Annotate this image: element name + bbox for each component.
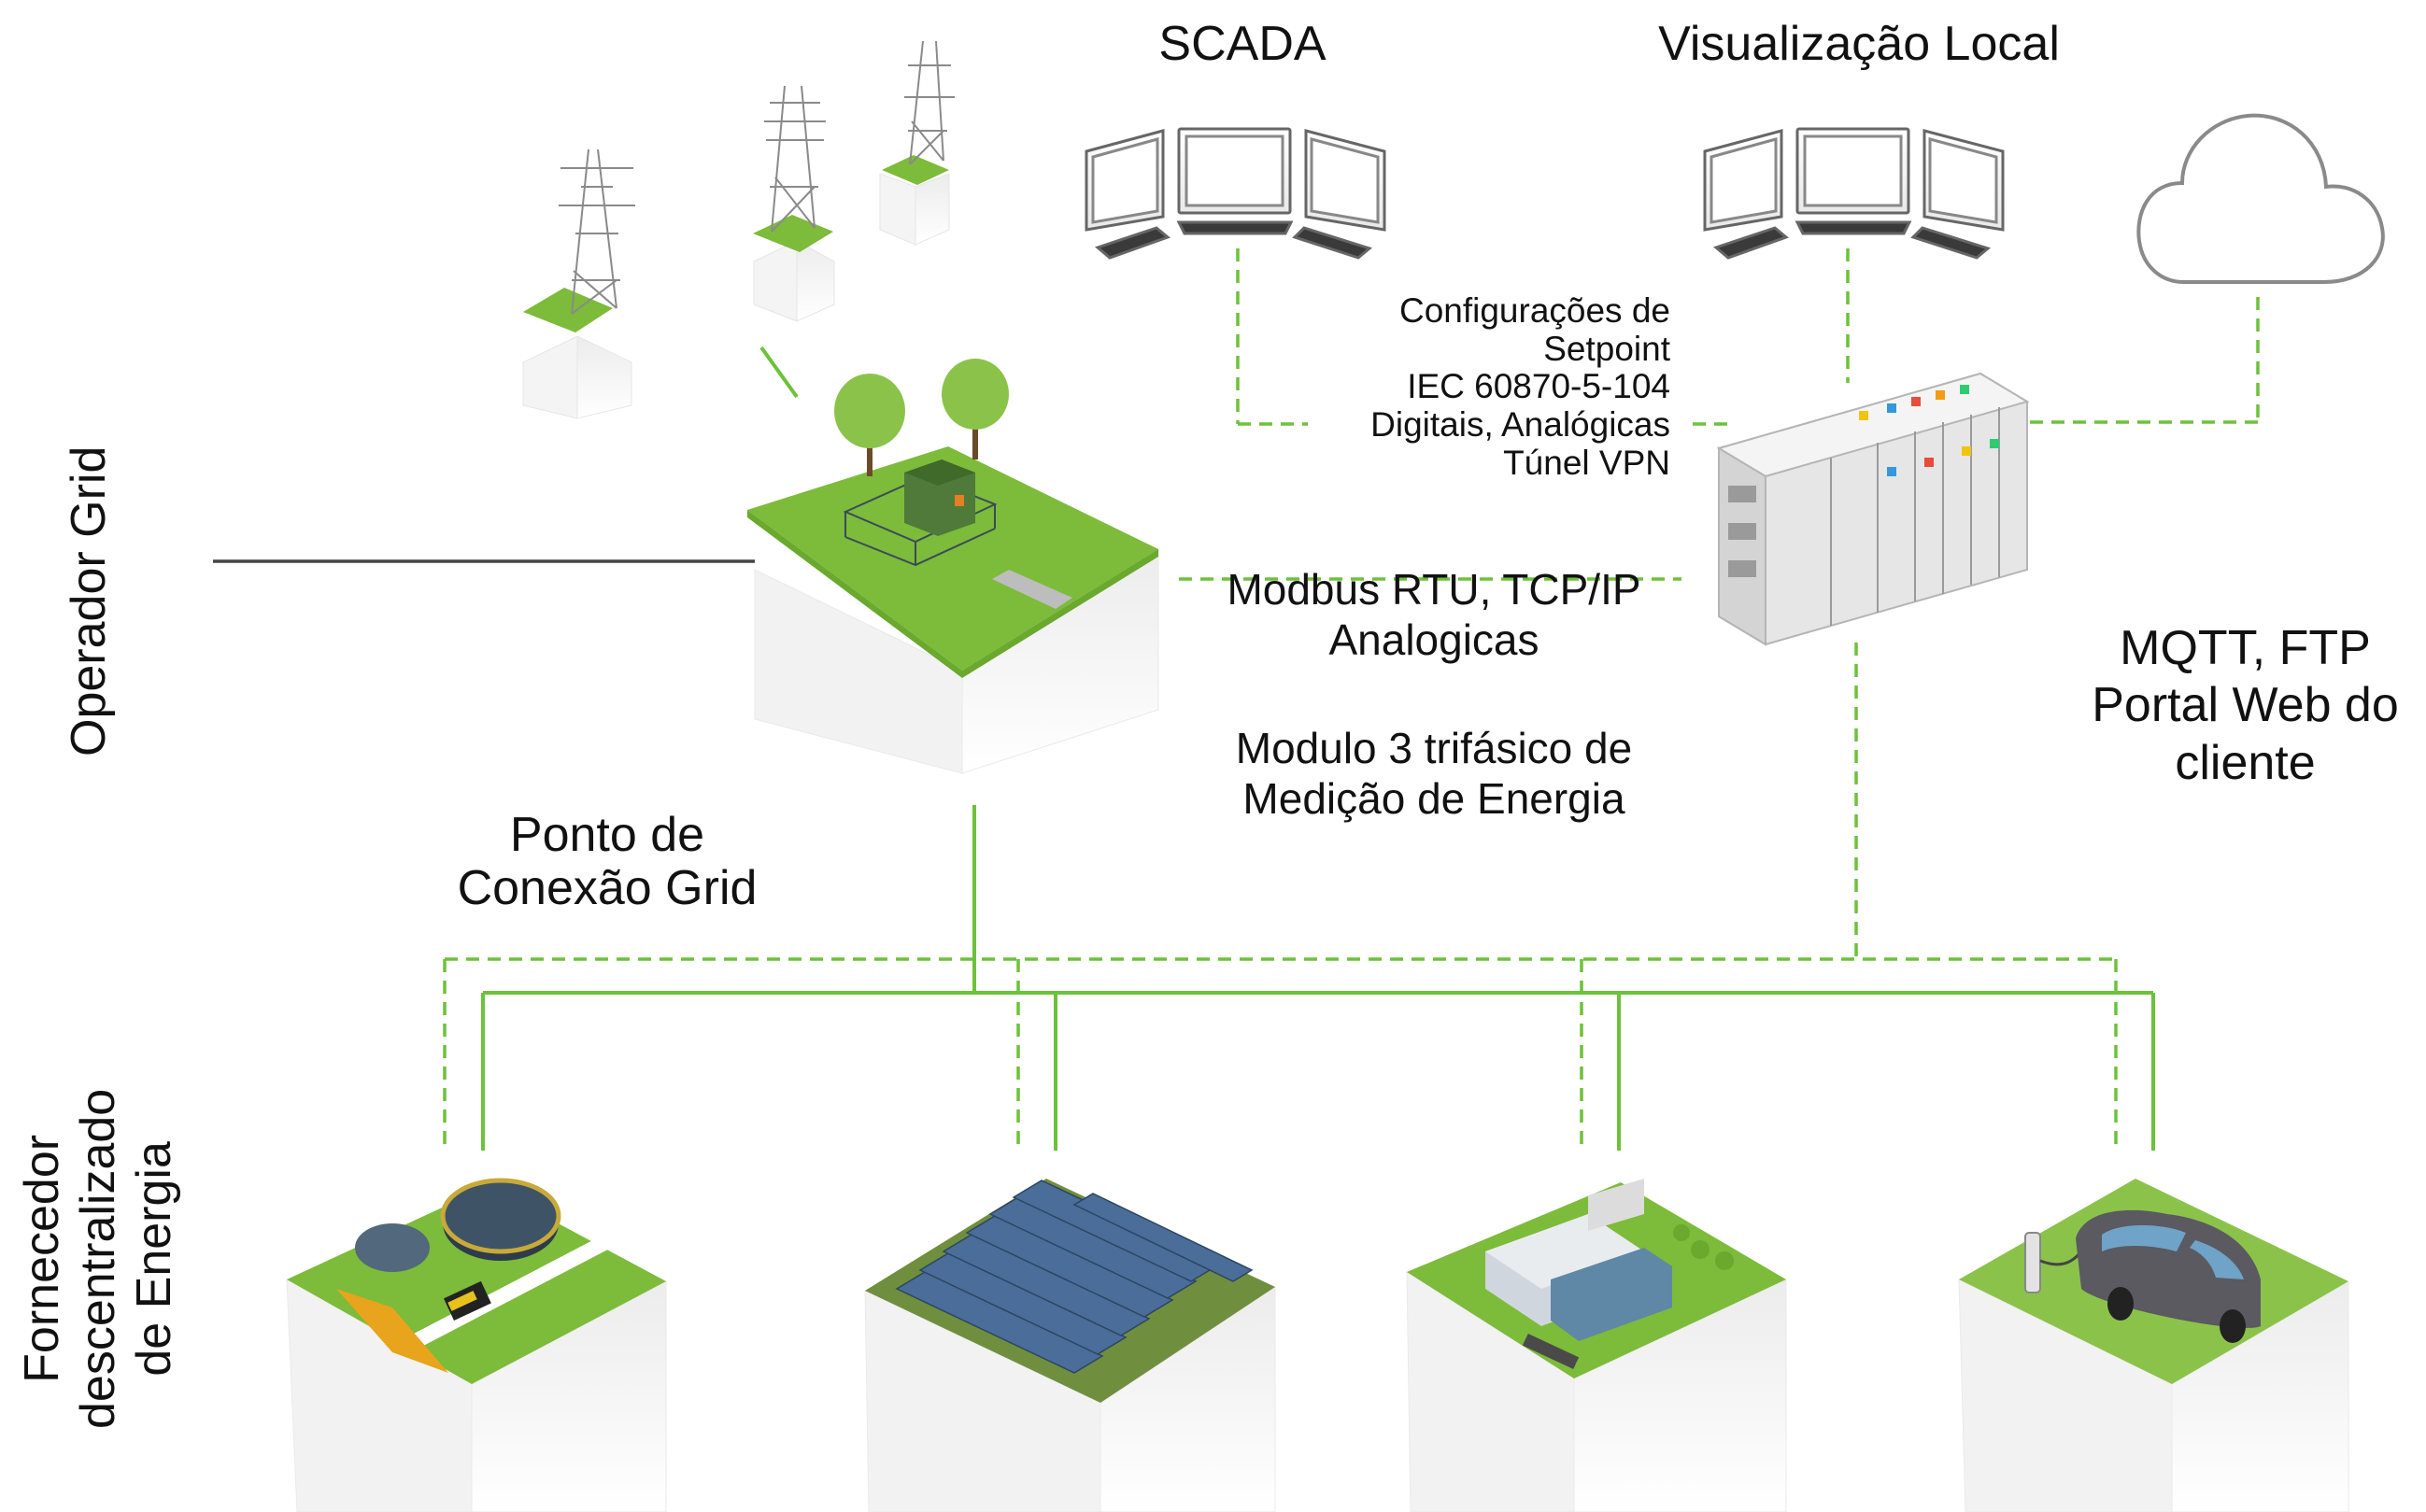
modbus-line: Modbus RTU, TCP/IP bbox=[1227, 565, 1641, 614]
grid-point-line: Conexão Grid bbox=[457, 861, 758, 916]
cloud-line: Portal Web do bbox=[2092, 678, 2399, 733]
modbus-label: Modbus RTU, TCP/IP Analogicas bbox=[1186, 564, 1681, 666]
plc-controller-icon bbox=[1716, 372, 2030, 646]
solid-power-lines bbox=[481, 346, 2155, 1151]
dashed-data-lines bbox=[443, 248, 2260, 1151]
transmission-tower-block-1 bbox=[522, 148, 635, 419]
config-line: IEC 60870-5-104 bbox=[1407, 367, 1670, 406]
tree-right bbox=[942, 359, 1009, 459]
cloud-line: cliente bbox=[2175, 735, 2316, 790]
side-label-energy-supplier: Fornecedor descentralizado de Energia bbox=[15, 1089, 182, 1429]
config-line: Digitais, Analógicas bbox=[1370, 405, 1670, 445]
side-label-grid-operator: Operador Grid bbox=[62, 445, 116, 756]
ev-charging-block bbox=[1958, 1179, 2349, 1512]
substation-block bbox=[747, 359, 1159, 774]
scada-monitors-icon bbox=[1085, 127, 1386, 260]
cloud-services-label: MQTT, FTP Portal Web do cliente bbox=[2064, 620, 2426, 792]
config-line: Configurações de bbox=[1398, 291, 1670, 330]
energy-module-label: Modulo 3 trifásico de Medição de Energia bbox=[1177, 723, 1691, 825]
local-visualization-monitors-icon bbox=[1703, 127, 2005, 260]
energy-module-line: Medição de Energia bbox=[1242, 774, 1625, 824]
config-line: Túnel VPN bbox=[1503, 443, 1670, 482]
supplier-line: descentralizado bbox=[70, 1088, 125, 1429]
fence bbox=[843, 474, 998, 567]
solar-farm-block bbox=[864, 1179, 1276, 1512]
modbus-line: Analogicas bbox=[1328, 615, 1539, 665]
grid-point-line: Ponto de bbox=[509, 808, 705, 862]
biogas-plant-block bbox=[286, 1178, 667, 1512]
scada-title: SCADA bbox=[1158, 17, 1326, 71]
transmission-tower-block-2 bbox=[753, 85, 835, 322]
transmission-tower-block-3 bbox=[879, 40, 955, 246]
config-line: Setpoint bbox=[1543, 329, 1670, 368]
grid-connection-point-label: Ponto de Conexão Grid bbox=[411, 808, 803, 916]
supplier-line: Fornecedor bbox=[15, 1134, 69, 1383]
industrial-building-block bbox=[1406, 1179, 1787, 1512]
tree-left bbox=[834, 374, 905, 476]
cloud-line: MQTT, FTP bbox=[2120, 621, 2371, 675]
energy-module-line: Modulo 3 trifásico de bbox=[1235, 724, 1633, 772]
config-protocols-label: Configurações de Setpoint IEC 60870-5-10… bbox=[1289, 291, 1670, 482]
cloud-icon bbox=[2136, 113, 2385, 284]
local-visualization-title: Visualização Local bbox=[1658, 17, 2060, 71]
supplier-line: de Energia bbox=[126, 1141, 181, 1377]
